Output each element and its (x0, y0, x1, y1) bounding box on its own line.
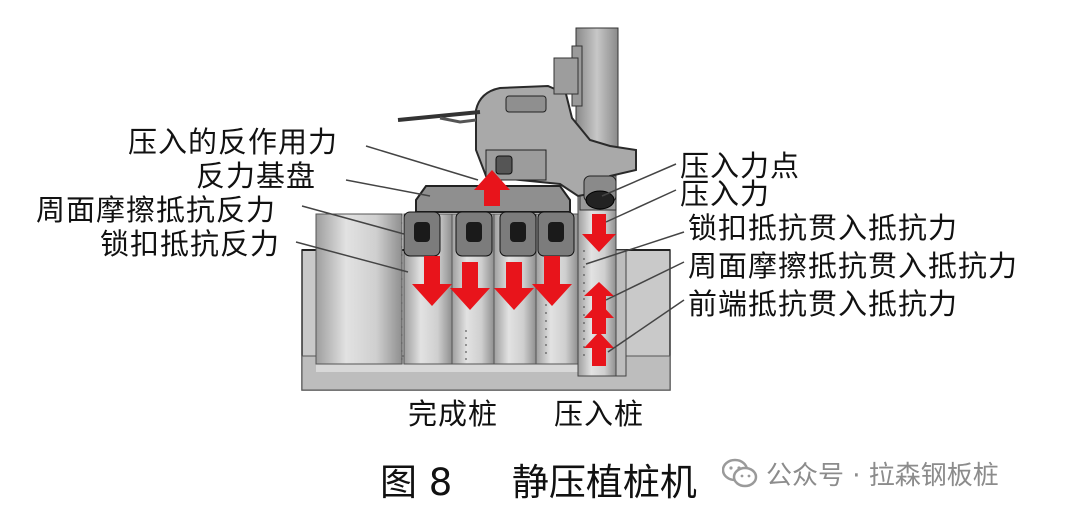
friction-down-arrow-2 (494, 262, 534, 310)
label-completed-pile: 完成桩 (408, 397, 499, 431)
wechat-icon (722, 458, 758, 488)
label-friction-penetration: 周面摩擦抵抗贯入抵抗力 (688, 249, 1019, 283)
watermark-text: 公众号 · 拉森钢板桩 (766, 460, 999, 491)
lock-down-arrow-1 (412, 256, 452, 306)
figure-number: 图 8 (380, 461, 453, 504)
label-lock-reaction: 锁扣抵抗反力 (100, 227, 281, 261)
lock-up-arrow (584, 282, 614, 310)
friction-up-arrow (584, 302, 614, 334)
figure-title: 静压植桩机 (511, 461, 697, 504)
label-reaction-force: 压入的反作用力 (128, 125, 339, 159)
label-reaction-base: 反力基盘 (196, 159, 317, 193)
label-friction-reaction: 周面摩擦抵抗反力 (36, 193, 277, 227)
tip-up-arrow (584, 332, 614, 366)
watermark: 公众号 · 拉森钢板桩 (722, 456, 999, 491)
lock-down-arrow-2 (532, 256, 572, 306)
figure-caption: 图 8 静压植桩机 (380, 452, 697, 506)
label-tip-penetration: 前端抵抗贯入抵抗力 (688, 287, 959, 321)
friction-down-arrow-1 (450, 262, 490, 310)
label-press-force: 压入力 (680, 177, 771, 211)
machine-body (397, 57, 637, 210)
label-press-point: 压入力点 (680, 149, 801, 183)
force-arrows (412, 170, 616, 366)
label-pressing-pile: 压入桩 (554, 397, 645, 431)
press-down-arrow (582, 214, 616, 252)
leader-lines (295, 145, 685, 353)
label-lock-penetration: 锁扣抵抗贯入抵抗力 (688, 211, 959, 245)
reaction-up-arrow (474, 170, 510, 206)
